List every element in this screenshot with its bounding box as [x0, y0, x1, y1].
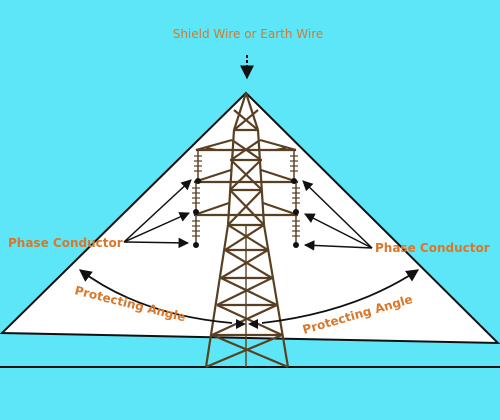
protecting-angle-arc-right — [261, 269, 420, 324]
phase-conductor-label-right: Phase Conductor — [375, 241, 490, 255]
phase-conductor-label-left: Phase Conductor — [8, 236, 123, 250]
phase-pointer-lines — [123, 179, 373, 251]
angle-marker-right — [248, 319, 258, 329]
insulator-discs — [192, 155, 300, 237]
insulator-strings — [195, 150, 297, 244]
phase-conductor-dots — [193, 178, 299, 248]
protection-zone — [0, 91, 500, 345]
transmission-tower — [193, 92, 299, 369]
angle-marker — [236, 319, 246, 329]
shield-wire-label: Shield Wire or Earth Wire — [173, 27, 324, 41]
protecting-angle-arc-left — [78, 269, 233, 324]
